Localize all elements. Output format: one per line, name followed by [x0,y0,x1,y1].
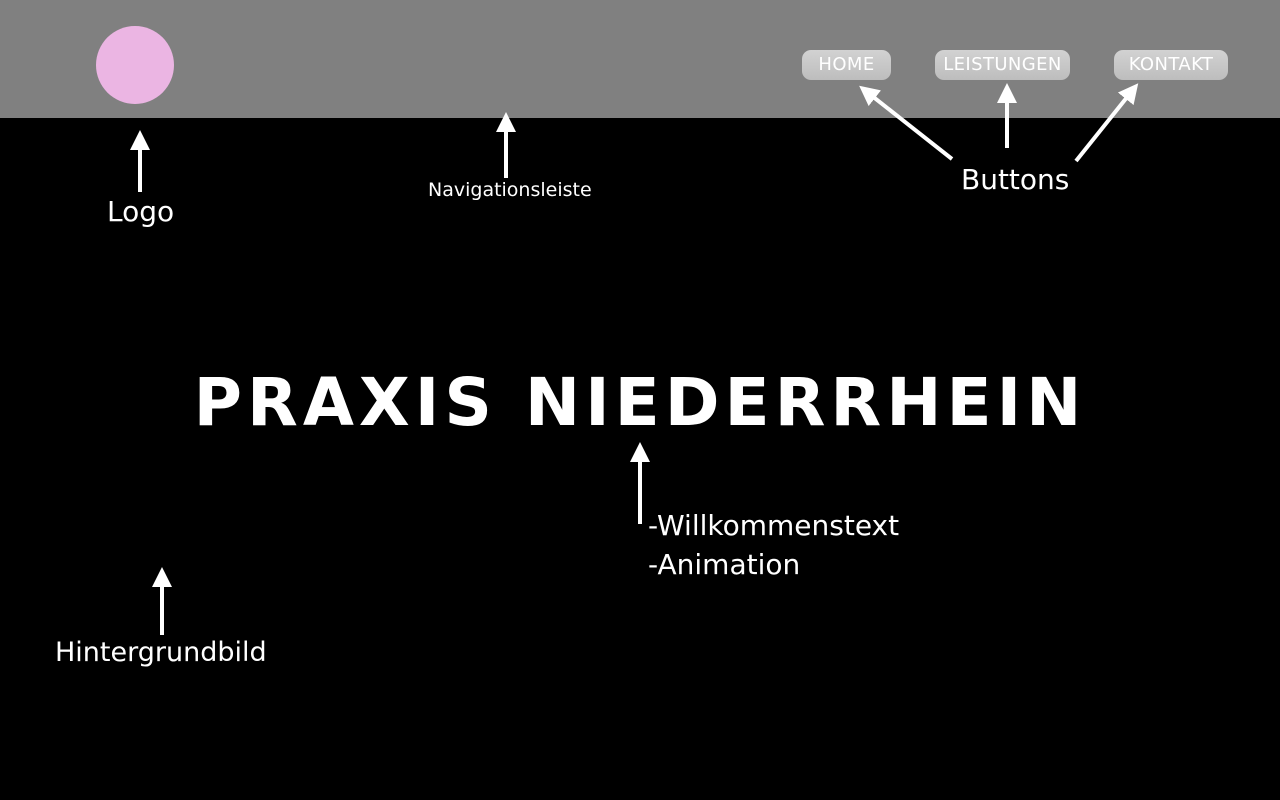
background-annotation: Hintergrundbild [55,637,267,668]
navigation-annotation: Navigationsleiste [428,179,592,201]
logo[interactable] [96,26,174,104]
navigation-bar: HOME LEISTUNGEN KONTAKT [0,0,1280,118]
animation-annotation: -Animation [648,548,801,581]
welcome-text-annotation: -Willkommenstext [648,509,900,542]
kontakt-button[interactable]: KONTAKT [1114,50,1228,80]
home-button[interactable]: HOME [802,50,891,80]
leistungen-button[interactable]: LEISTUNGEN [935,50,1070,80]
hero-title: PRAXIS NIEDERRHEIN [193,364,1087,441]
buttons-annotation: Buttons [961,163,1070,196]
logo-annotation: Logo [107,195,175,228]
